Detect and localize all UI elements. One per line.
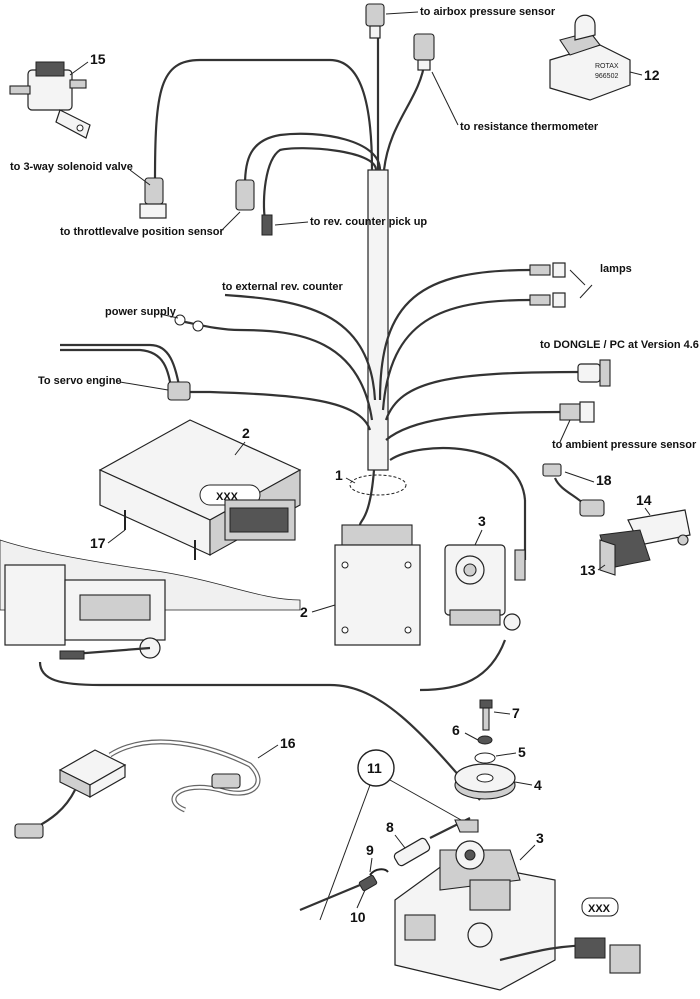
label-ambient: to ambient pressure sensor	[552, 439, 697, 451]
part-number: 9	[366, 842, 374, 858]
part-number: 17	[90, 535, 106, 551]
label-lamps: lamps	[600, 263, 632, 275]
resistance-connector	[413, 33, 435, 71]
part-number: 10	[350, 909, 366, 925]
main-harness	[153, 20, 581, 560]
part-number: 11	[367, 760, 382, 776]
callout-labels: to airbox pressure sensor to resistance …	[10, 6, 699, 451]
part-number: 3	[478, 513, 486, 529]
throttle-cable	[38, 639, 507, 801]
part-number: 5	[518, 744, 526, 760]
small-parts	[299, 699, 516, 912]
part-number: 6	[452, 722, 460, 738]
ambient-sensor-unit	[599, 529, 651, 576]
ambient-connector	[559, 401, 595, 423]
throttle-body	[0, 539, 301, 660]
ecu-unit: XXX	[98, 419, 302, 560]
part-number: 2	[300, 604, 308, 620]
solenoid-valve	[9, 61, 91, 139]
part-number: 12	[644, 67, 660, 83]
dongle-device	[14, 739, 261, 839]
sensor-code: 966502	[595, 73, 618, 80]
part-numbers: 1 2 2 3 3 4 5 6 7 8 9 10 11 12 13 14 15 …	[69, 51, 660, 925]
throttle-connector	[139, 177, 167, 219]
adapter-cable	[542, 463, 605, 517]
control-box	[334, 524, 421, 646]
part-number: 18	[596, 472, 612, 488]
label-dongle: to DONGLE / PC at Version 4.6	[540, 339, 699, 351]
part-number: 14	[636, 492, 652, 508]
part-number: 4	[534, 777, 542, 793]
label-resistance: to resistance thermometer	[460, 121, 599, 133]
part-number: 1	[335, 467, 343, 483]
servo-leads	[60, 343, 191, 401]
label-servo: To servo engine	[38, 375, 122, 387]
servo-motor-lower	[394, 840, 641, 991]
airbox-connector	[365, 3, 385, 39]
dongle-connector	[577, 359, 611, 387]
label-airbox: to airbox pressure sensor	[420, 6, 556, 18]
part-number: 2	[242, 425, 250, 441]
revcounter-connectors	[235, 179, 273, 236]
servo-label: XXX	[588, 903, 611, 915]
part-number: 15	[90, 51, 106, 67]
label-throttle: to throttlevalve position sensor	[60, 226, 225, 238]
part-number: 8	[386, 819, 394, 835]
part-number: 16	[280, 735, 296, 751]
servo-label-box: XXX	[581, 897, 619, 917]
lamp-connectors	[529, 262, 593, 308]
pressure-sensor: ROTAX 966502	[549, 14, 631, 101]
part-number: 3	[536, 830, 544, 846]
label-solenoid: to 3-way solenoid valve	[10, 161, 133, 173]
power-supply-leads	[174, 314, 241, 332]
part-number: 7	[512, 705, 520, 721]
servo-motor-upper	[444, 544, 526, 631]
part-number: 13	[580, 562, 596, 578]
sensor-brand: ROTAX	[595, 63, 619, 70]
label-external-rev: to external rev. counter	[222, 281, 344, 293]
label-power-supply: power supply	[105, 306, 177, 318]
label-revcounter-pickup: to rev. counter pick up	[310, 216, 427, 228]
